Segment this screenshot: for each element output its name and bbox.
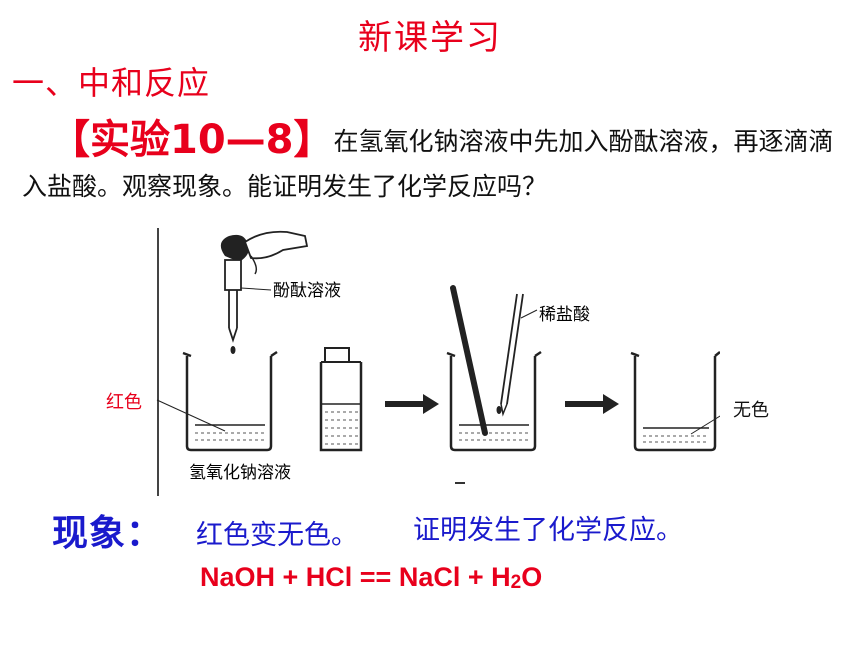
page-title: 新课学习 — [358, 18, 502, 58]
section-heading: 一、中和反应 — [12, 64, 211, 102]
label-phenolphthalein: 酚酞溶液 — [273, 281, 341, 301]
experiment-label: 【实验10—8】 — [50, 117, 334, 163]
reagent-bottle — [319, 347, 363, 452]
beaker-4 — [630, 351, 720, 452]
phenomenon-heading: 现象： — [52, 513, 164, 554]
phenomenon-result: 红色变无色。 — [196, 520, 358, 551]
label-hcl: 稀盐酸 — [539, 305, 590, 325]
phenomenon-conclusion: 证明发生了化学反应。 — [413, 515, 683, 546]
pointer-red — [156, 399, 226, 432]
chemical-equation: NaOH + HCl == NaCl + H2O — [200, 562, 542, 594]
dropper — [220, 230, 309, 354]
hcl-dropper — [496, 293, 538, 417]
label-colorless: 无色 — [733, 400, 769, 421]
equation-subscript: 2 — [510, 572, 522, 593]
experiment-text: 在氢氧化钠溶液中先加入酚酞溶液，再逐滴滴入盐酸。观察现象。能证明发生了化学反应吗… — [22, 127, 834, 201]
beaker-3 — [446, 350, 542, 452]
equation-main: NaOH + HCl == NaCl + H — [200, 562, 511, 592]
pointer-colorless — [690, 415, 720, 435]
arrow-right-icon — [385, 394, 439, 414]
equation-tail: O — [521, 562, 543, 592]
label-red: 红色 — [106, 392, 142, 413]
arrow-right-icon — [565, 394, 619, 414]
glass-rod — [450, 285, 488, 436]
label-naoh: 氢氧化钠溶液 — [189, 463, 291, 483]
experiment-diagram: 酚酞溶液 稀盐酸 氢氧化 — [156, 228, 720, 496]
beaker-1 — [182, 350, 278, 452]
experiment-paragraph: 【实验10—8】在氢氧化钠溶液中先加入酚酞溶液，再逐滴滴入盐酸。观察现象。能证明… — [22, 118, 842, 209]
